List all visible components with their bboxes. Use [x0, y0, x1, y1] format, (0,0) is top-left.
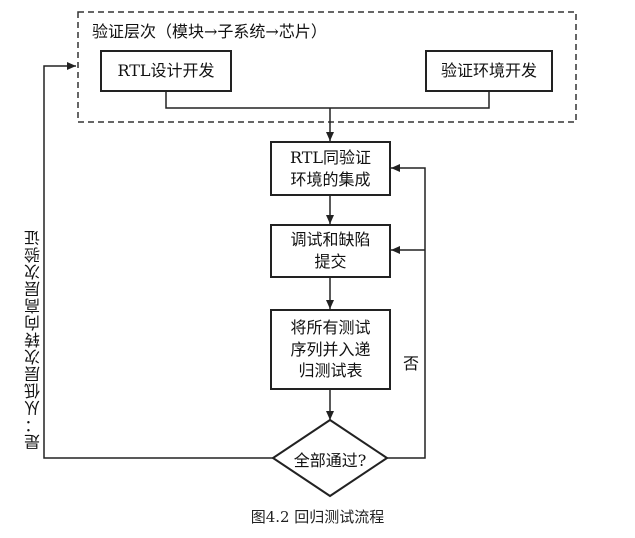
- regression-line-1: 将所有测试: [290, 318, 371, 338]
- debug-line-1: 调试和缺陷: [290, 230, 371, 250]
- group-title: 验证层次（模块→子系统→芯片）: [92, 22, 327, 41]
- no-label: 否: [403, 354, 420, 373]
- decision-label: 全部通过?: [293, 451, 367, 470]
- figure-caption: 图4.2 回归测试流程: [250, 508, 385, 526]
- regression-line-2: 序列并入递: [290, 339, 371, 359]
- left-box-connector: [165, 92, 330, 109]
- debug-box: 调试和缺陷 提交: [270, 224, 391, 278]
- verification-env-box: 验证环境开发: [425, 50, 553, 92]
- yes-label: 是：从低层次转向高层次验证: [24, 229, 43, 450]
- yes-loop-line: [43, 62, 273, 459]
- rtl-design-box: RTL设计开发: [100, 50, 232, 92]
- integration-line-2: 环境的集成: [290, 169, 371, 189]
- regression-box: 将所有测试 序列并入递 归测试表: [270, 309, 391, 390]
- right-box-connector: [330, 92, 490, 109]
- regression-line-3: 归测试表: [298, 361, 363, 381]
- integration-box: RTL同验证 环境的集成: [270, 141, 391, 196]
- decision-diamond: [271, 418, 389, 498]
- integration-line-1: RTL同验证: [289, 147, 372, 167]
- no-loop-line: [387, 164, 426, 459]
- debug-line-2: 提交: [314, 252, 347, 271]
- group-dashed-border: [77, 11, 577, 123]
